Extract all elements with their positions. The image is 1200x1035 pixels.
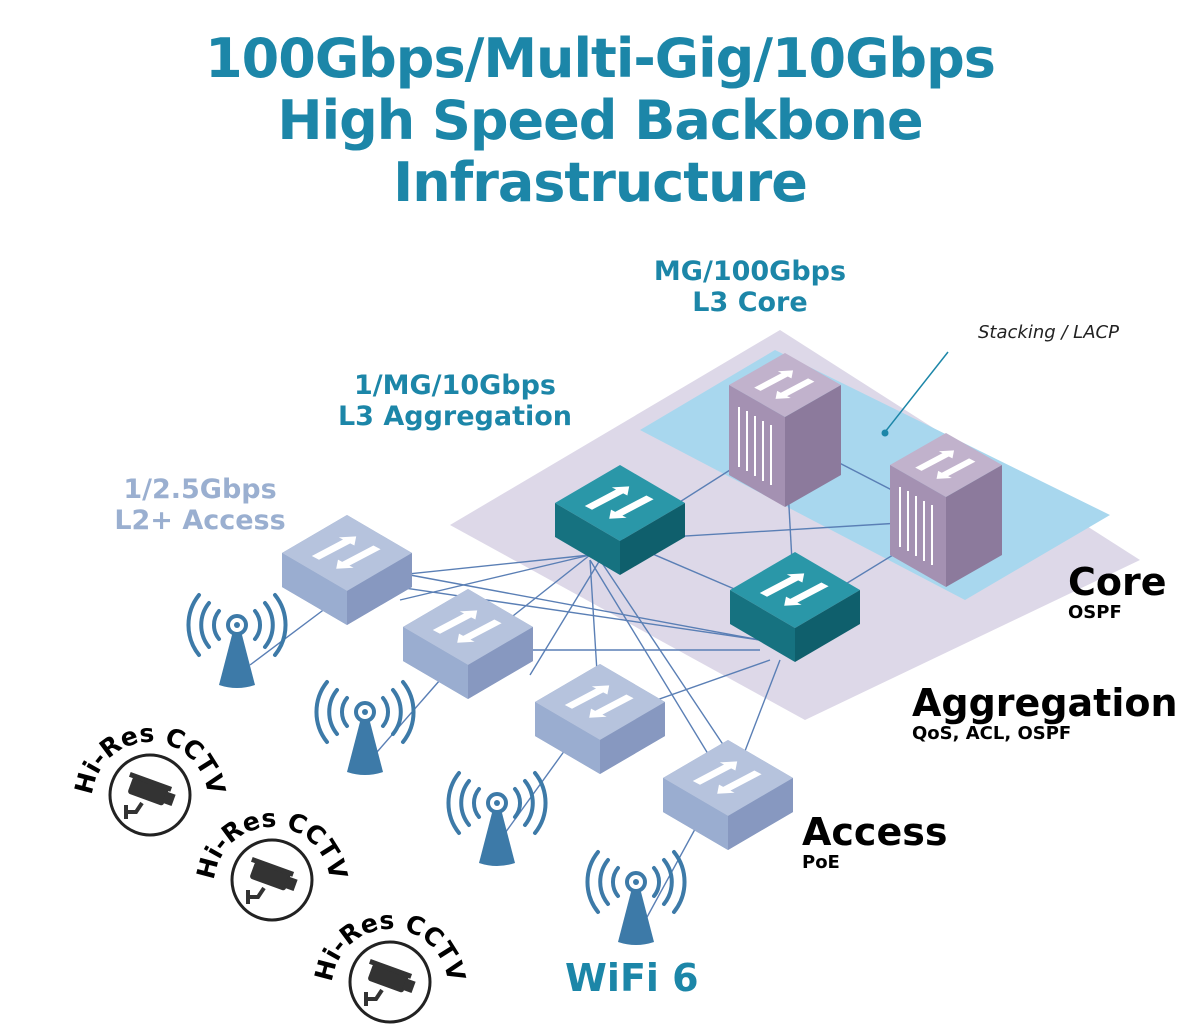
title-line-1: 100Gbps/Multi-Gig/10Gbps bbox=[205, 27, 996, 90]
page-title: 100Gbps/Multi-Gig/10Gbps High Speed Back… bbox=[0, 28, 1200, 214]
cctv-camera-icon bbox=[108, 753, 192, 837]
aggregation-platform bbox=[450, 330, 1140, 720]
core-switch-2 bbox=[890, 433, 1002, 587]
access-switch-2 bbox=[403, 589, 533, 699]
wireless-antenna-icon bbox=[446, 771, 548, 868]
access-switch-3 bbox=[535, 664, 665, 774]
aggregation-speed-label: 1/MG/10Gbps bbox=[354, 370, 556, 401]
core-layer-label: L3 Core bbox=[692, 287, 808, 318]
stacking-pointer bbox=[884, 351, 949, 433]
core-speed-label: MG/100Gbps bbox=[653, 256, 847, 287]
title-line-2: High Speed Backbone bbox=[277, 89, 923, 152]
tier-aggregation: Aggregation QoS, ACL, OSPF bbox=[912, 683, 1178, 745]
wireless-antenna-icon bbox=[186, 593, 288, 690]
wifi-label: WiFi 6 bbox=[565, 956, 699, 1000]
core-switch-1 bbox=[729, 353, 841, 507]
access-speed-label: 1/2.5Gbps bbox=[123, 474, 277, 505]
aggregation-layer-label: L3 Aggregation bbox=[337, 401, 573, 432]
wireless-antenna-icon bbox=[314, 680, 416, 777]
tier-core-sub: OSPF bbox=[1068, 602, 1122, 623]
aggregation-label: 1/MG/10Gbps L3 Aggregation bbox=[300, 370, 610, 432]
access-layer-label: L2+ Access bbox=[114, 505, 286, 536]
wireless-antenna-icon bbox=[585, 850, 687, 947]
tier-core-name: Core bbox=[1068, 560, 1167, 604]
cctv-camera-icon bbox=[348, 940, 432, 1024]
access-label: 1/2.5Gbps L2+ Access bbox=[90, 474, 310, 536]
tier-access-name: Access bbox=[802, 810, 948, 854]
cctv-badge-2: Hi-Res CCTV bbox=[191, 804, 353, 922]
tier-access-sub: PoE bbox=[802, 852, 840, 873]
tier-aggregation-name: Aggregation bbox=[912, 681, 1178, 725]
access-switch-4 bbox=[663, 740, 793, 850]
tier-aggregation-sub: QoS, ACL, OSPF bbox=[912, 723, 1072, 744]
tier-core: Core OSPF bbox=[1068, 562, 1167, 624]
title-line-3: Infrastructure bbox=[393, 151, 808, 214]
core-label: MG/100Gbps L3 Core bbox=[600, 256, 900, 318]
cctv-badge-3: Hi-Res CCTV bbox=[309, 906, 471, 1024]
cctv-badge-1: Hi-Res CCTV bbox=[69, 719, 231, 837]
stacking-label: Stacking / LACP bbox=[978, 322, 1119, 343]
cctv-camera-icon bbox=[230, 838, 314, 922]
tier-access: Access PoE bbox=[802, 812, 947, 874]
stacking-pointer-dot bbox=[881, 429, 889, 437]
